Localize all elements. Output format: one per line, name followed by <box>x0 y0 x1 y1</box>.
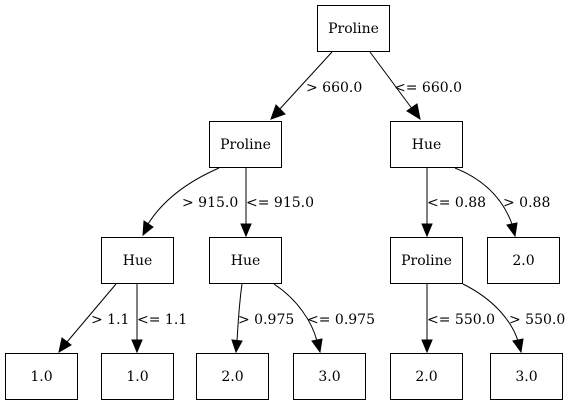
edge-root-left <box>270 51 333 120</box>
node-right-right: 2.0 <box>487 237 560 284</box>
node-right-right-label: 2.0 <box>512 253 534 269</box>
edge-label-left-left-left: > 1.1 <box>91 312 129 328</box>
node-left-left-left-label: 1.0 <box>30 369 52 385</box>
node-left-right-right-label: 3.0 <box>318 369 340 385</box>
edge-left-right <box>240 168 252 238</box>
node-left-right-left-label: 2.0 <box>221 369 243 385</box>
node-left-left-label: Hue <box>123 253 153 269</box>
node-left: Proline <box>209 121 282 168</box>
edge-right-left-right <box>462 283 524 354</box>
edge-label-left-right-left: > 0.975 <box>238 312 294 328</box>
node-root-label: Proline <box>328 21 379 37</box>
node-left-right-label: Hue <box>231 253 261 269</box>
node-right-label: Hue <box>412 137 442 153</box>
node-right-left-right: 3.0 <box>490 353 563 400</box>
edge-left-right-left <box>231 283 243 354</box>
edge-label-left-left: > 915.0 <box>182 195 238 211</box>
node-left-left-right: 1.0 <box>101 353 174 400</box>
node-left-right-right: 3.0 <box>293 353 366 400</box>
edge-root-right <box>369 51 421 121</box>
node-left-left: Hue <box>101 237 174 284</box>
edge-label-right-left-right: > 550.0 <box>509 312 565 328</box>
edge-label-left-left-right: <= 1.1 <box>137 312 187 328</box>
node-right-left: Proline <box>390 237 463 284</box>
edge-label-right-left: <= 0.88 <box>427 195 486 211</box>
node-left-right: Hue <box>209 237 282 284</box>
edge-left-left-left <box>58 283 117 354</box>
node-right-left-label: Proline <box>401 253 452 269</box>
edge-label-root-right: <= 660.0 <box>394 80 462 96</box>
edge-label-root-left: > 660.0 <box>306 80 362 96</box>
edge-right-left <box>421 168 433 238</box>
edge-label-right-left-left: <= 550.0 <box>427 312 495 328</box>
edge-left-right-right <box>273 283 323 354</box>
node-root: Proline <box>317 5 390 52</box>
node-left-left-right-label: 1.0 <box>126 369 148 385</box>
node-left-label: Proline <box>220 137 271 153</box>
edge-label-right-right: > 0.88 <box>503 195 550 211</box>
edge-right-right <box>454 167 518 238</box>
edge-label-left-right-right: <= 0.975 <box>307 312 375 328</box>
node-right: Hue <box>390 121 463 168</box>
edge-label-left-right: <= 915.0 <box>246 195 314 211</box>
node-right-left-left: 2.0 <box>390 353 463 400</box>
node-left-right-left: 2.0 <box>196 353 269 400</box>
edge-left-left <box>142 167 220 237</box>
edge-left-left-right <box>131 284 143 354</box>
node-left-left-left: 1.0 <box>5 353 78 400</box>
node-right-left-left-label: 2.0 <box>415 369 437 385</box>
node-right-left-right-label: 3.0 <box>515 369 537 385</box>
edge-right-left-left <box>421 284 433 354</box>
